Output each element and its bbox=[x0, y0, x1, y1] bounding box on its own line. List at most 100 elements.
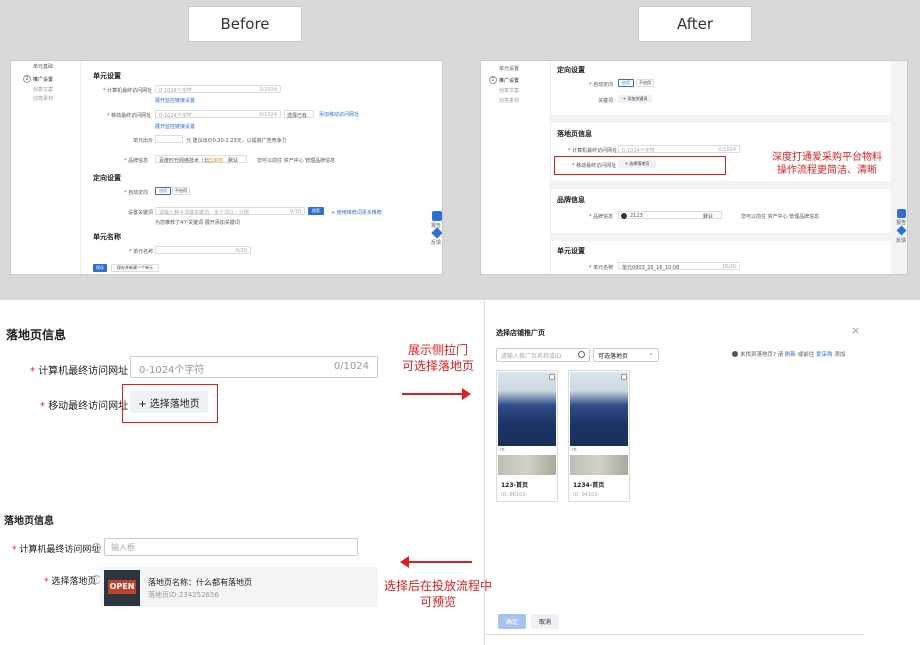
confirm-button[interactable]: 确定 bbox=[498, 614, 526, 629]
sidebar-item[interactable]: 创意文案 bbox=[499, 88, 520, 94]
unit-name-input[interactable]: 单元0903_20_16_10:08 18/20 bbox=[618, 262, 740, 271]
section-title: 品牌信息 bbox=[557, 196, 585, 204]
zoom1-select-button[interactable]: + 选择落地页 bbox=[130, 391, 208, 413]
card-blur bbox=[498, 455, 556, 475]
bid-hint: 元 建议出价0.20-2.23元，以提高广告竞争力 bbox=[186, 138, 287, 144]
card-checkbox[interactable] bbox=[549, 374, 555, 380]
report-icon[interactable] bbox=[897, 209, 906, 218]
monitor-link[interactable]: 展开监控链接设置 bbox=[155, 124, 196, 130]
keyword-input[interactable]: 请输入种子词或关键词，多个词以 ; 分隔 0/10 bbox=[155, 207, 305, 216]
page-name: 落地页名称：什么都有落地页 bbox=[148, 578, 252, 587]
feedback-label: 反馈 bbox=[431, 240, 442, 246]
keyword-hint: 为您推荐了4个关键词 展开添加关键词 bbox=[155, 220, 240, 226]
unit-name-input[interactable]: 0/20 bbox=[155, 246, 251, 254]
disable-radio[interactable]: 不启用 bbox=[172, 187, 190, 195]
landing-card[interactable]: ttt 1234-首页 ID: 94101 bbox=[568, 370, 630, 502]
section-title: 单元名称 bbox=[93, 233, 121, 241]
chevron-down-icon: ⌄ bbox=[648, 349, 654, 357]
zoom2-select-label: 选择落地页 bbox=[44, 574, 96, 587]
section-title: 单元设置 bbox=[557, 247, 585, 255]
mobile-url-input[interactable]: 0-1024个字符 0/1024 bbox=[155, 110, 281, 119]
select-landing-button[interactable]: + 选择落地页 bbox=[618, 160, 656, 168]
add-mobile-url-link[interactable]: 添加移动访问网址 bbox=[319, 112, 360, 118]
monitor-link[interactable]: 展开监控链接设置 bbox=[155, 98, 196, 104]
brand-select[interactable]: 百度时代网络技术（北... 已审核 默认 bbox=[155, 155, 247, 164]
search-button[interactable]: 搜索 bbox=[308, 207, 324, 215]
close-icon[interactable]: × bbox=[851, 324, 861, 337]
zoom1-mobile-label: 移动最终访问网址 bbox=[40, 397, 128, 412]
after-label: After bbox=[638, 6, 752, 42]
field-label: 移动最终访问网址 bbox=[572, 162, 616, 169]
pc-url-input[interactable]: 0-1024个字符 0/1024 bbox=[618, 145, 740, 154]
card-name: 123-首页 bbox=[501, 482, 529, 489]
drawer-search-input[interactable]: 请输入推广页名称或ID bbox=[496, 348, 590, 362]
sidebar-item[interactable]: 推广设置 bbox=[499, 78, 520, 84]
sidebar-item[interactable]: 单元设置 bbox=[499, 66, 520, 72]
zoom2-pc-input[interactable]: 输入框 bbox=[104, 538, 358, 556]
drawer-divider bbox=[484, 300, 485, 645]
arrow-right-head bbox=[462, 388, 471, 400]
after-screenshot: 单元设置 2 推广设置 创意文案 创意素材 定向设置 自动定向 启用 不启用 关… bbox=[480, 60, 908, 275]
save-new-button[interactable]: 保存并新建一个单元 bbox=[111, 264, 159, 272]
card-name: 1234-首页 bbox=[573, 482, 605, 489]
cancel-button[interactable]: 取消 bbox=[531, 614, 559, 629]
field-label: 自动定向 bbox=[124, 189, 148, 196]
open-sign: OPEN bbox=[108, 580, 136, 594]
zoom1-pc-input[interactable]: 0-1024个字符 0/1024 bbox=[130, 356, 378, 378]
brand-hint: 您可以前往 资产中心 管理品牌信息 bbox=[257, 158, 336, 164]
card-image bbox=[498, 372, 556, 446]
field-label: 品牌信息 bbox=[124, 157, 148, 164]
field-label: 单元名称 bbox=[589, 264, 613, 271]
zoom1-title: 落地页信息 bbox=[6, 328, 67, 342]
field-label: 关键词 bbox=[598, 98, 614, 104]
report-icon[interactable] bbox=[432, 211, 442, 221]
field-label: 自动定向 bbox=[589, 81, 613, 88]
arrow-left-head bbox=[400, 556, 409, 568]
info-icon bbox=[732, 351, 738, 357]
assets-select[interactable]: 选择已有 bbox=[284, 110, 314, 119]
field-label: 设置关键词 bbox=[128, 210, 154, 216]
bid-input[interactable] bbox=[155, 135, 183, 143]
zoom1-pc-label: 计算机最终访问网址 bbox=[30, 362, 128, 377]
sidebar-item[interactable]: 创意素材 bbox=[499, 98, 520, 104]
card-checkbox[interactable] bbox=[621, 374, 627, 380]
save-button[interactable]: 保存 bbox=[93, 264, 107, 272]
sidebar-item[interactable]: 创意文案 bbox=[33, 87, 54, 93]
zoom2-title: 落地页信息 bbox=[4, 516, 54, 527]
enable-radio[interactable]: 启用 bbox=[155, 187, 171, 195]
brand-select[interactable]: 2123 默认 bbox=[618, 211, 722, 220]
sidebar-item[interactable]: 创意素材 bbox=[33, 96, 54, 102]
feedback-icon[interactable] bbox=[431, 227, 442, 239]
preview-annotation: 选择后在投放流程中 可预览 bbox=[383, 579, 492, 609]
pc-url-input[interactable]: 0-1024个字符 0/1024 bbox=[155, 85, 281, 94]
brand-avatar bbox=[621, 213, 627, 219]
enable-radio[interactable]: 启用 bbox=[618, 79, 634, 87]
landing-card[interactable]: ttt 123-首页 ID: 86101 bbox=[496, 370, 558, 502]
targeting-panel bbox=[551, 61, 891, 115]
arrow-right bbox=[402, 393, 464, 395]
sidebar-item[interactable]: 推广设置 bbox=[33, 77, 54, 83]
selected-page-card[interactable] bbox=[100, 567, 378, 607]
before-screenshot: 单元基础 2 推广设置 创意文案 创意素材 单元设置 计算机最终访问网址 0-1… bbox=[10, 60, 443, 275]
card-image bbox=[570, 372, 628, 446]
section-title: 单元设置 bbox=[93, 72, 121, 80]
drawer-footer-divider bbox=[484, 634, 864, 635]
card-tag: ttt bbox=[572, 447, 577, 452]
recommend-link[interactable]: + 使用推荐词更多推荐 bbox=[331, 210, 382, 216]
card-blur bbox=[570, 455, 628, 475]
search-icon[interactable] bbox=[578, 351, 585, 358]
page-thumbnail: OPEN bbox=[104, 570, 140, 606]
refresh-link[interactable]: 刷新 bbox=[784, 352, 796, 358]
drawer-annotation: 展示侧拉门 可选择落地页 bbox=[401, 343, 474, 373]
comparison-banner: Before After 单元基础 2 推广设置 创意文案 创意素材 单元设置 … bbox=[0, 0, 920, 300]
zoom2-pc-label: 计算机最终访问网址 bbox=[12, 542, 100, 555]
drawer-filter-select[interactable]: 可选落地页 ⌄ bbox=[593, 348, 659, 362]
report-label: 报告 bbox=[431, 223, 442, 229]
card-id: ID: 94101 bbox=[573, 492, 598, 498]
aicaigou-link[interactable]: 爱采购 bbox=[815, 352, 833, 358]
card-id: ID: 86101 bbox=[501, 492, 526, 498]
sidebar-item[interactable]: 单元基础 bbox=[33, 64, 54, 70]
report-label: 报告 bbox=[896, 220, 907, 226]
add-keyword-button[interactable]: + 添加关键词 bbox=[618, 95, 652, 103]
disable-radio[interactable]: 不启用 bbox=[636, 79, 654, 87]
